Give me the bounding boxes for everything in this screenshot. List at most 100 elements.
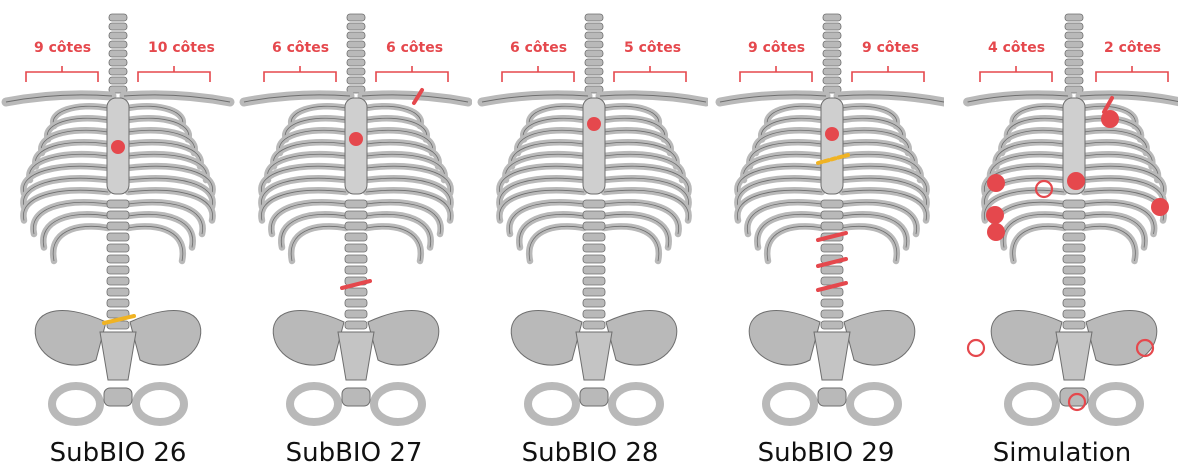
vertebra xyxy=(583,277,605,285)
vertebra xyxy=(345,222,367,230)
vertebra xyxy=(583,299,605,307)
sternum xyxy=(821,98,843,194)
vertebra xyxy=(821,200,843,208)
left-iliac-wing xyxy=(35,311,106,366)
vertebra xyxy=(1065,41,1083,48)
left-iliac-wing xyxy=(511,311,582,366)
vertebra xyxy=(823,14,841,21)
left-rib xyxy=(767,226,822,261)
vertebra xyxy=(109,50,127,57)
right-iliac-wing xyxy=(606,311,677,366)
left-iliac-wing xyxy=(273,311,344,366)
vertebra xyxy=(585,23,603,30)
vertebra xyxy=(821,321,843,329)
pubic-symphysis xyxy=(580,388,608,406)
vertebra xyxy=(109,77,127,84)
vertebra xyxy=(345,200,367,208)
vertebra xyxy=(1063,321,1085,329)
right-iliac-wing xyxy=(844,311,915,366)
vertebra xyxy=(345,299,367,307)
vertebra xyxy=(347,68,365,75)
panel-caption: SubBIO 28 xyxy=(472,438,708,468)
vertebra xyxy=(585,41,603,48)
vertebra xyxy=(345,266,367,274)
right-rib-count: 5 côtes xyxy=(624,40,681,56)
vertebra xyxy=(347,50,365,57)
left-rib-count: 9 côtes xyxy=(748,40,805,56)
vertebra xyxy=(109,23,127,30)
right-rib-bracket xyxy=(138,66,210,82)
right-rib-bracket xyxy=(376,66,448,82)
pubic-symphysis xyxy=(104,388,132,406)
vertebra xyxy=(347,41,365,48)
vertebra xyxy=(107,233,129,241)
vertebra xyxy=(107,211,129,219)
sacrum xyxy=(338,332,374,380)
left-rib xyxy=(529,226,584,261)
vertebra xyxy=(585,50,603,57)
panel-caption: Simulation xyxy=(944,438,1178,468)
vertebra xyxy=(583,255,605,263)
vertebra xyxy=(107,255,129,263)
injury-dot xyxy=(1151,198,1169,216)
skeleton-graphic xyxy=(0,0,236,430)
vertebra xyxy=(1063,211,1085,219)
injury-dot xyxy=(825,127,839,141)
vertebra xyxy=(345,321,367,329)
right-rib xyxy=(842,226,897,261)
vertebra xyxy=(1065,23,1083,30)
right-rib-bracket xyxy=(614,66,686,82)
vertebra xyxy=(1065,77,1083,84)
vertebra xyxy=(1063,288,1085,296)
panel-subbio-28: 6 côtes 5 côtes SubBIO 28 xyxy=(472,0,708,470)
injury-dot xyxy=(587,117,601,131)
vertebra xyxy=(347,32,365,39)
vertebra xyxy=(107,266,129,274)
vertebra xyxy=(583,233,605,241)
injury-dot xyxy=(987,174,1005,192)
vertebra xyxy=(109,68,127,75)
right-iliac-wing xyxy=(368,311,439,366)
right-rib-count: 6 côtes xyxy=(386,40,443,56)
vertebra xyxy=(823,32,841,39)
vertebra xyxy=(585,14,603,21)
vertebra xyxy=(107,277,129,285)
right-rib xyxy=(128,226,183,261)
vertebra xyxy=(823,41,841,48)
left-clavicle xyxy=(968,95,1068,102)
sacrum xyxy=(576,332,612,380)
vertebra xyxy=(1063,277,1085,285)
left-rib-count: 9 côtes xyxy=(34,40,91,56)
injury-dot xyxy=(986,206,1004,224)
left-obturator-ring xyxy=(52,386,100,422)
left-obturator-ring xyxy=(766,386,814,422)
vertebra xyxy=(109,41,127,48)
vertebra xyxy=(1063,244,1085,252)
vertebra xyxy=(821,244,843,252)
vertebra xyxy=(107,200,129,208)
right-obturator-ring xyxy=(136,386,184,422)
left-rib-bracket xyxy=(740,66,812,82)
right-rib xyxy=(1084,226,1135,261)
vertebra xyxy=(821,266,843,274)
right-obturator-ring xyxy=(850,386,898,422)
sacrum xyxy=(100,332,136,380)
vertebra xyxy=(345,233,367,241)
vertebra xyxy=(107,244,129,252)
vertebra xyxy=(583,288,605,296)
vertebra xyxy=(107,222,129,230)
pubic-symphysis xyxy=(342,388,370,406)
vertebra xyxy=(583,211,605,219)
panel-caption: SubBIO 27 xyxy=(236,438,472,468)
left-rib-bracket xyxy=(502,66,574,82)
left-rib-count: 6 côtes xyxy=(510,40,567,56)
right-obturator-ring xyxy=(1092,386,1140,422)
left-rib-bracket xyxy=(26,66,98,82)
panel-subbio-29: 9 côtes 9 côtes SubBIO 29 xyxy=(708,0,944,470)
left-rib-bracket xyxy=(980,66,1052,82)
left-rib-bracket xyxy=(264,66,336,82)
vertebra xyxy=(345,244,367,252)
right-obturator-ring xyxy=(612,386,660,422)
pubic-symphysis xyxy=(818,388,846,406)
vertebra xyxy=(107,288,129,296)
